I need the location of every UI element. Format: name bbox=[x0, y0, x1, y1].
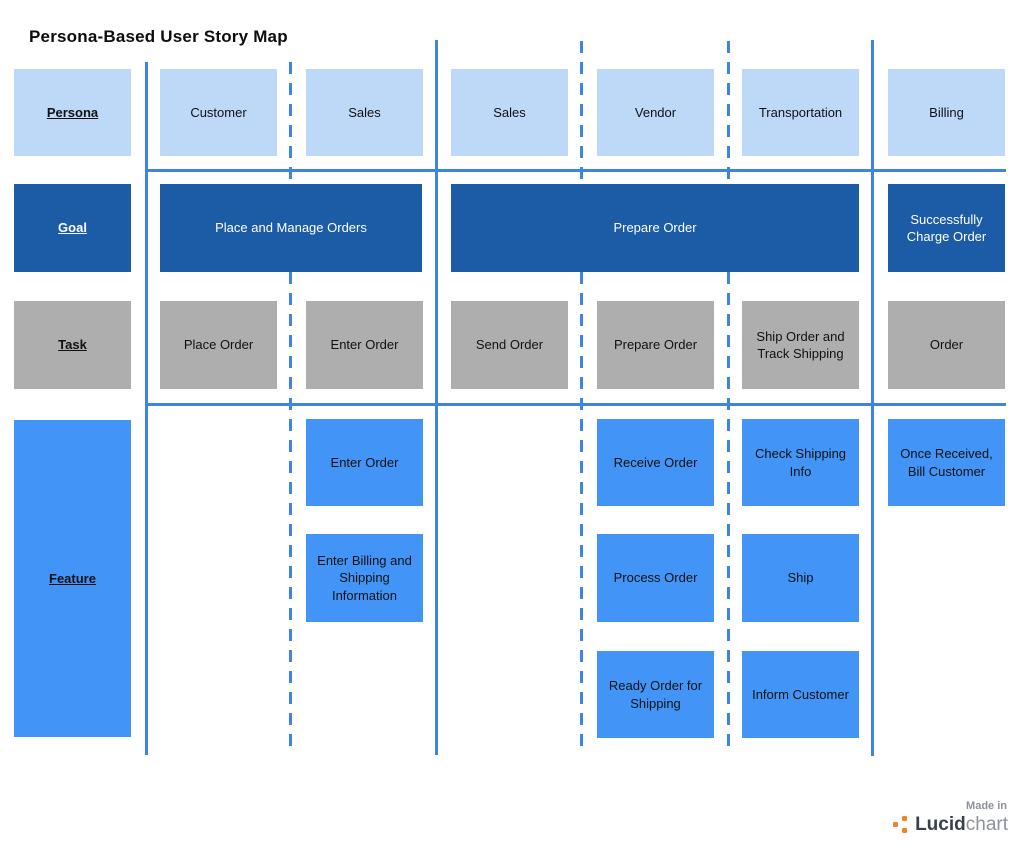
feature-card-ready-order-for-shipping: Ready Order for Shipping bbox=[597, 651, 714, 738]
persona-card-billing: Billing bbox=[888, 69, 1005, 156]
made-in-label: Made in bbox=[966, 800, 1007, 812]
goal-card-successfully-charge-order: Successfully Charge Order bbox=[888, 184, 1005, 272]
lucidchart-wordmark: Lucidchart bbox=[915, 815, 1008, 834]
task-card-prepare-order: Prepare Order bbox=[597, 301, 714, 389]
feature-card-enter-order: Enter Order bbox=[306, 419, 423, 506]
brand-text-chart: chart bbox=[965, 814, 1008, 835]
feature-card-inform-customer: Inform Customer bbox=[742, 651, 859, 738]
feature-card-enter-billing-shipping: Enter Billing and Shipping Information bbox=[306, 534, 423, 622]
goal-card-prepare-order: Prepare Order bbox=[451, 184, 859, 272]
row-divider-task-feature bbox=[147, 403, 1006, 406]
feature-card-check-shipping-info: Check Shipping Info bbox=[742, 419, 859, 506]
task-card-ship-order-and-track-shipping: Ship Order and Track Shipping bbox=[742, 301, 859, 389]
row-header-persona: Persona bbox=[14, 69, 131, 156]
row-header-feature: Feature bbox=[14, 420, 131, 737]
lucidchart-badge[interactable]: Made in Lucidchart bbox=[893, 800, 1008, 834]
task-card-place-order: Place Order bbox=[160, 301, 277, 389]
column-divider-solid-1 bbox=[145, 62, 148, 755]
diagram-title: Persona-Based User Story Map bbox=[29, 27, 288, 46]
task-card-send-order: Send Order bbox=[451, 301, 568, 389]
column-divider-dashed-2 bbox=[580, 41, 583, 754]
feature-card-ship: Ship bbox=[742, 534, 859, 622]
column-divider-solid-2 bbox=[435, 40, 438, 755]
row-header-task: Task bbox=[14, 301, 131, 389]
persona-card-vendor: Vendor bbox=[597, 69, 714, 156]
task-card-order: Order bbox=[888, 301, 1005, 389]
column-divider-dashed-1 bbox=[289, 62, 292, 754]
persona-card-sales-1: Sales bbox=[306, 69, 423, 156]
task-card-enter-order: Enter Order bbox=[306, 301, 423, 389]
feature-card-process-order: Process Order bbox=[597, 534, 714, 622]
persona-card-sales-2: Sales bbox=[451, 69, 568, 156]
lucidchart-logo-icon bbox=[893, 816, 909, 833]
persona-card-transportation: Transportation bbox=[742, 69, 859, 156]
brand-text-lucid: Lucid bbox=[915, 814, 966, 835]
column-divider-dashed-3 bbox=[727, 41, 730, 754]
persona-card-customer: Customer bbox=[160, 69, 277, 156]
row-divider-persona-goal bbox=[147, 169, 1006, 172]
feature-card-once-received-bill-customer: Once Received, Bill Customer bbox=[888, 419, 1005, 506]
goal-card-place-and-manage-orders: Place and Manage Orders bbox=[160, 184, 422, 272]
column-divider-solid-3 bbox=[871, 40, 874, 756]
row-header-goal: Goal bbox=[14, 184, 131, 272]
feature-card-receive-order: Receive Order bbox=[597, 419, 714, 506]
